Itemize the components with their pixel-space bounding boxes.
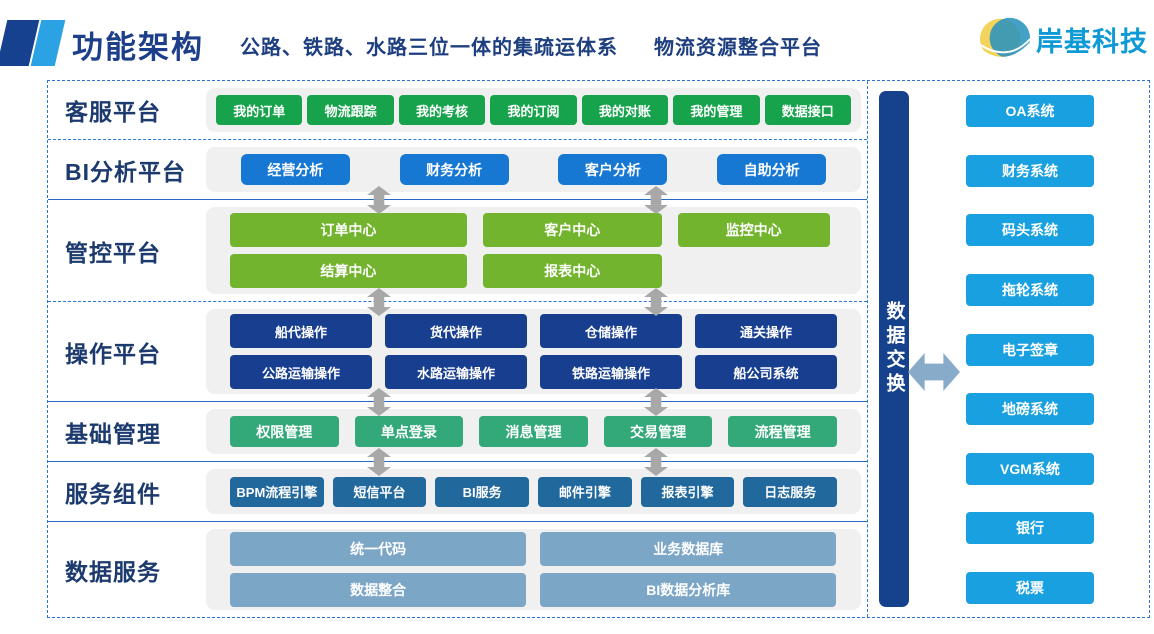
module-button[interactable]: 经营分析: [240, 154, 350, 185]
company-logo: 岸基科技: [978, 12, 1148, 66]
vertical-divider: [867, 81, 868, 617]
subtitle-part-1: 公路、铁路、水路三位一体的集疏运体系: [240, 37, 618, 59]
module-button[interactable]: 邮件引擎: [538, 476, 632, 507]
module-tray: 我的订单物流跟踪我的考核我的订阅我的对账我的管理数据接口: [206, 88, 861, 132]
system-button[interactable]: 财务系统: [966, 154, 1094, 187]
module-button[interactable]: 单点登录: [354, 416, 464, 447]
data-exchange-bar: 数据交换: [879, 91, 909, 607]
row-label: 操作平台: [65, 340, 161, 367]
module-tray: 权限管理单点登录消息管理交易管理流程管理: [206, 409, 861, 454]
data-exchange-label: 数据交换: [883, 301, 905, 397]
module-button[interactable]: 订单中心: [230, 213, 467, 247]
row-label: 基础管理: [65, 420, 161, 447]
module-button[interactable]: 监控中心: [677, 213, 830, 247]
row-label: 服务组件: [65, 480, 161, 507]
page-header: 功能架构 公路、铁路、水路三位一体的集疏运体系 物流资源整合平台 岸基科技: [0, 0, 1154, 80]
system-button[interactable]: 电子签章: [966, 333, 1094, 366]
module-tray: 经营分析 财务分析 客户分析 自助分析: [206, 147, 861, 192]
module-button[interactable]: 数据接口: [764, 95, 851, 125]
module-button[interactable]: 船公司系统: [695, 355, 837, 389]
exchange-arrow-icon: [908, 353, 960, 391]
module-button[interactable]: 权限管理: [230, 416, 339, 447]
platform-row: 数据服务 统一代码业务数据库数据整合 BI数据分析库: [48, 522, 867, 617]
platform-row: 操作平台 船代操作货代操作仓储操作通关操作公路运输操作水路运输操作铁路运输操作船公…: [48, 302, 867, 402]
module-button[interactable]: 数据整合: [230, 573, 527, 607]
module-button[interactable]: BI服务: [435, 476, 530, 507]
module-tray: 统一代码业务数据库数据整合 BI数据分析库: [206, 529, 861, 610]
system-button[interactable]: 码头系统: [966, 214, 1094, 247]
system-button[interactable]: VGM系统: [966, 452, 1094, 485]
module-button[interactable]: 自助分析: [717, 154, 827, 185]
platform-row: 服务组件 BPM流程引擎短信平台 BI服务邮件引擎报表引擎日志服务: [48, 462, 867, 522]
module-button[interactable]: 货代操作: [385, 314, 527, 348]
module-button[interactable]: 物流跟踪: [307, 95, 394, 125]
logo-globe-icon: [978, 17, 1032, 62]
system-button[interactable]: 税票: [966, 572, 1094, 604]
module-button[interactable]: 结算中心: [230, 254, 467, 288]
module-tray: 订单中心客户中心监控中心结算中心报表中心: [206, 207, 861, 294]
module-button[interactable]: 统一代码: [230, 532, 527, 566]
row-label: BI分析平台: [65, 158, 186, 185]
module-button[interactable]: 财务分析: [399, 154, 509, 185]
module-button[interactable]: 通关操作: [695, 314, 837, 348]
module-button[interactable]: 客户中心: [482, 213, 662, 247]
module-button[interactable]: 我的订单: [216, 95, 303, 125]
module-button[interactable]: 业务数据库: [540, 532, 837, 566]
module-button[interactable]: 日志服务: [743, 476, 838, 507]
module-button[interactable]: 船代操作: [230, 314, 372, 348]
module-button[interactable]: 我的订阅: [490, 95, 577, 125]
module-tray: BPM流程引擎短信平台 BI服务邮件引擎报表引擎日志服务: [206, 469, 861, 514]
module-button[interactable]: 客户分析: [558, 154, 668, 185]
platform-row: BI分析平台 经营分析 财务分析 客户分析 自助分析: [48, 140, 867, 200]
module-button[interactable]: 短信平台: [332, 476, 427, 507]
row-label: 数据服务: [65, 558, 161, 585]
page-subtitle: 公路、铁路、水路三位一体的集疏运体系 物流资源整合平台: [240, 31, 822, 60]
system-button[interactable]: OA系统: [966, 95, 1094, 127]
module-button[interactable]: 我的管理: [673, 95, 760, 125]
subtitle-part-2: 物流资源整合平台: [654, 37, 822, 59]
module-button[interactable]: 我的对账: [581, 95, 669, 125]
module-button[interactable]: 报表中心: [482, 254, 662, 288]
module-tray: 船代操作货代操作仓储操作通关操作公路运输操作水路运输操作铁路运输操作船公司系统: [206, 309, 861, 394]
page-title: 功能架构: [72, 30, 204, 65]
system-button[interactable]: 地磅系统: [966, 393, 1094, 426]
module-button[interactable]: 公路运输操作: [230, 355, 372, 389]
external-systems-section: 数据交换 OA系统财务系统码头系统拖轮系统电子签章地磅系统 VGM系统银行税票: [868, 81, 1149, 617]
module-button[interactable]: 仓储操作: [540, 314, 682, 348]
platform-row: 基础管理 权限管理单点登录消息管理交易管理流程管理: [48, 402, 867, 462]
platform-row: 管控平台 订单中心客户中心监控中心结算中心报表中心: [48, 200, 867, 302]
logo-text: 岸基科技: [1036, 26, 1148, 57]
system-button[interactable]: 拖轮系统: [966, 273, 1094, 306]
module-button[interactable]: 交易管理: [603, 416, 713, 447]
module-button[interactable]: 我的考核: [398, 95, 486, 125]
module-button[interactable]: 水路运输操作: [385, 355, 527, 389]
row-label: 客服平台: [65, 99, 161, 125]
module-button[interactable]: 消息管理: [479, 416, 588, 447]
module-button[interactable]: BPM流程引擎: [230, 476, 324, 507]
module-button[interactable]: 铁路运输操作: [540, 355, 682, 389]
row-label: 管控平台: [65, 239, 161, 266]
platform-row: 客服平台 我的订单物流跟踪我的考核我的订阅我的对账我的管理数据接口: [48, 81, 867, 140]
system-button[interactable]: 银行: [966, 512, 1094, 545]
external-systems-list: OA系统财务系统码头系统拖轮系统电子签章地磅系统 VGM系统银行税票: [966, 95, 1094, 604]
module-button[interactable]: BI数据分析库: [540, 573, 837, 607]
module-button[interactable]: 流程管理: [728, 416, 837, 447]
module-button[interactable]: 报表引擎: [640, 476, 735, 507]
